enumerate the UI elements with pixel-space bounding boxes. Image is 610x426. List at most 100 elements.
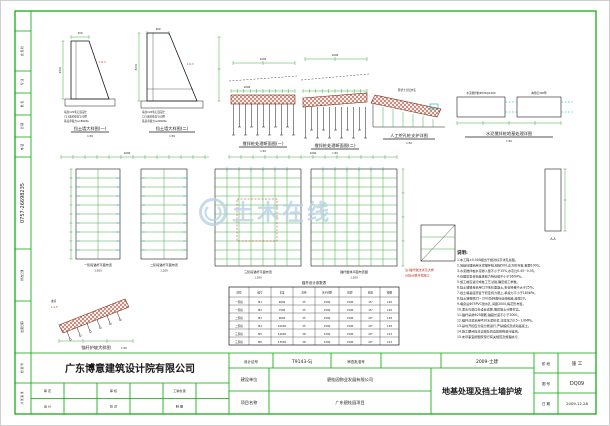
dimension-lines	[69, 168, 73, 260]
dim-text: 1000	[244, 85, 251, 89]
table-cell: 152	[387, 340, 392, 344]
detail-note: 基底承载力≥200kPa	[142, 119, 167, 123]
dimension-lines	[61, 35, 90, 100]
plan-panel-3: 三阶段锚杆平面布置 1:200	[214, 167, 302, 280]
dimension-lines	[563, 168, 567, 232]
ground-line	[228, 73, 370, 82]
strip-dividers	[15, 11, 32, 414]
table-cell: 一阶段	[235, 300, 243, 304]
table-cell: 25	[302, 300, 306, 304]
anchor-marks	[77, 177, 119, 251]
table-cell: 25	[302, 308, 306, 312]
company-name: 广东博意建筑设计院有限公司	[65, 362, 195, 375]
table-cell: 20°	[368, 324, 373, 328]
excavation-line	[372, 104, 445, 128]
strip-label: 日 期	[20, 123, 24, 130]
table-cell: 138	[387, 324, 392, 328]
pile-cap-hatch	[302, 92, 368, 108]
table-cell: M5	[258, 332, 262, 336]
table-cell: 二阶段	[235, 324, 243, 328]
diagonal-line	[420, 224, 456, 262]
wall-inner-line	[147, 33, 193, 101]
slope-ratio: 1:0.3	[99, 60, 106, 64]
table-cell: M6	[258, 340, 262, 344]
table-cell: 三阶段	[235, 332, 243, 336]
note-line: 10.泄水孔进口处设反滤层,墙后填土分层夯实。	[457, 307, 522, 312]
plan-grid	[141, 169, 187, 259]
plan-panel-2: 二阶段锚杆平面布置 1:200	[140, 168, 188, 273]
detail-note: 坡顶	[51, 299, 57, 303]
table-cell: M3	[258, 316, 262, 320]
stage-boundary	[236, 198, 278, 242]
table-cell: 20°	[368, 340, 373, 344]
table-cell: 二阶段	[235, 316, 243, 320]
watermark-logo	[199, 198, 227, 226]
support-lines	[382, 107, 434, 127]
notes-title: 说明:	[457, 249, 468, 256]
detail-note: 褥垫层300厚	[531, 91, 547, 95]
table-cell: 12000	[278, 332, 287, 336]
project-label: 项目名称	[241, 399, 258, 406]
table-cell: M2	[258, 308, 262, 312]
wall-section-detail-1: 300 4500 1:0.3 墙身C20毛石混凝土 C15素砼垫层100厚 基底…	[58, 31, 116, 138]
note-line: 13.基坑开挖应分段分层进行,严禁超挖及扰动基底土。	[457, 323, 531, 328]
section-strip: A-A	[544, 168, 567, 241]
note-line: 5.施工前应进行成桩工艺试验,确定施工参数。	[457, 279, 520, 284]
note-line: 8.挡土墙每隔15~20m及转角处设伸缩缝,缝宽20。	[457, 296, 528, 301]
phone-number: 0757-26698235	[20, 183, 26, 223]
sheet-frame: 会 签 栏 专 业 姓 名 日 期 电 话 0757-26698235 修改记录…	[14, 10, 597, 415]
table-cell: 28	[302, 332, 306, 336]
note-line: 4.处理后复合地基承载力特征值不小于160kPa。	[457, 274, 524, 279]
table-cell: 126	[387, 308, 392, 312]
date-label: 日 期	[542, 401, 551, 406]
dim-text: 1000	[310, 151, 317, 155]
wall-section-detail-2: 400 6000 1:0.3 墙身C20毛石混凝土 C15素砼垫层100厚 基底…	[134, 27, 221, 138]
detail-title: 挡土墙大样图(二)	[156, 125, 189, 132]
detail-title: 人工挖孔桩支护详图	[390, 132, 428, 139]
table-cell: 9000	[279, 316, 286, 320]
note-line: 2.地基处理采用水泥搅拌桩,桩径500,正方形布置,桩距1000。	[457, 263, 542, 268]
note-line: 6.挡土墙墙身采用C20毛石混凝土,毛石掺量不大于25%。	[457, 285, 536, 290]
table-cell: 138	[387, 316, 392, 320]
client-label: 建设单位	[241, 376, 258, 383]
table-cell: 15°	[368, 300, 373, 304]
detail-title: 搅拌桩处理断面图(一)	[243, 140, 284, 147]
anchor-head	[79, 334, 82, 337]
dimension-lines	[401, 168, 405, 267]
middle-dimension-row: 1000 1000	[60, 151, 398, 159]
table-cell: 1500	[324, 316, 331, 320]
stage-label: 阶 段	[542, 361, 551, 366]
cert-value: T9143-Sj	[291, 359, 312, 365]
series-number: 2009-土建	[476, 358, 499, 365]
dim-text: 6000	[134, 63, 138, 70]
note-line: 7.挡土墙基底须置于稳定持力层上,承载力不小于180kPa。	[457, 290, 537, 295]
table-cell: 1200	[324, 340, 331, 344]
leader-lines	[505, 101, 573, 113]
dimension-lines	[302, 57, 368, 93]
pile-cap-hatch	[230, 94, 296, 105]
detail-title: 水泥搅拌桩地基处理详图	[486, 130, 532, 137]
table-cell: 25	[302, 316, 306, 320]
table-header: 直径	[301, 291, 307, 295]
table-cell: 28	[302, 340, 306, 344]
table-cell: 25	[302, 324, 306, 328]
title-block-lines	[31, 352, 596, 414]
plan-outline	[310, 168, 398, 267]
hand-dug-pile-detail: 原状土分层夯实 人工挖孔桩支护详图 1:50	[370, 88, 445, 145]
pile-tips	[304, 129, 367, 139]
table-cell: 7500	[279, 308, 286, 312]
anchor-head	[69, 338, 72, 341]
pile-lines	[305, 107, 366, 138]
footing-hatch	[140, 100, 204, 109]
table-cell: 1500	[347, 300, 354, 304]
plan-panel-1: 一阶段锚杆平面布置 1:200	[69, 168, 121, 273]
date-value: 2009.12.28	[566, 401, 588, 406]
strip-label: 专 业	[20, 79, 24, 86]
table-header: 排距	[347, 291, 353, 295]
table-cell: 20°	[368, 332, 373, 336]
cert-label: 设计证号	[244, 359, 258, 364]
table-cell: 1500	[324, 308, 331, 312]
strip-label: 共 张 第 张	[20, 391, 24, 404]
drawing-number: DQ09	[570, 381, 584, 387]
